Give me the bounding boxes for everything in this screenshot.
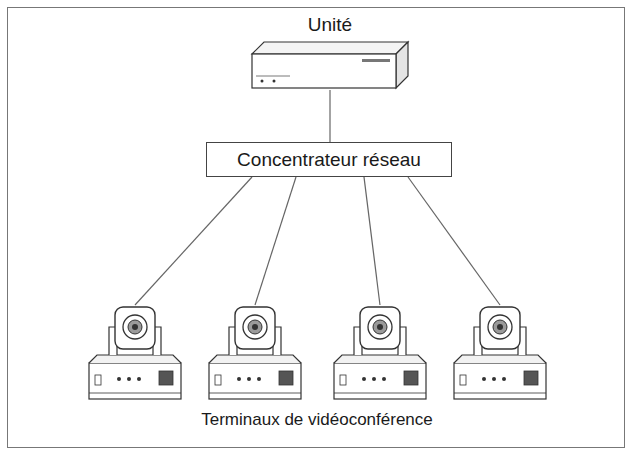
hub-label: Concentrateur réseau	[217, 143, 441, 176]
unit-device	[250, 40, 410, 90]
device-label: Unité	[245, 14, 415, 36]
unit-node: Unité	[245, 14, 415, 90]
network-cable	[330, 90, 331, 142]
terminal-caption: Terminaux de vidéoconférence	[0, 410, 634, 430]
hub-box: Concentrateur réseau	[206, 142, 452, 177]
